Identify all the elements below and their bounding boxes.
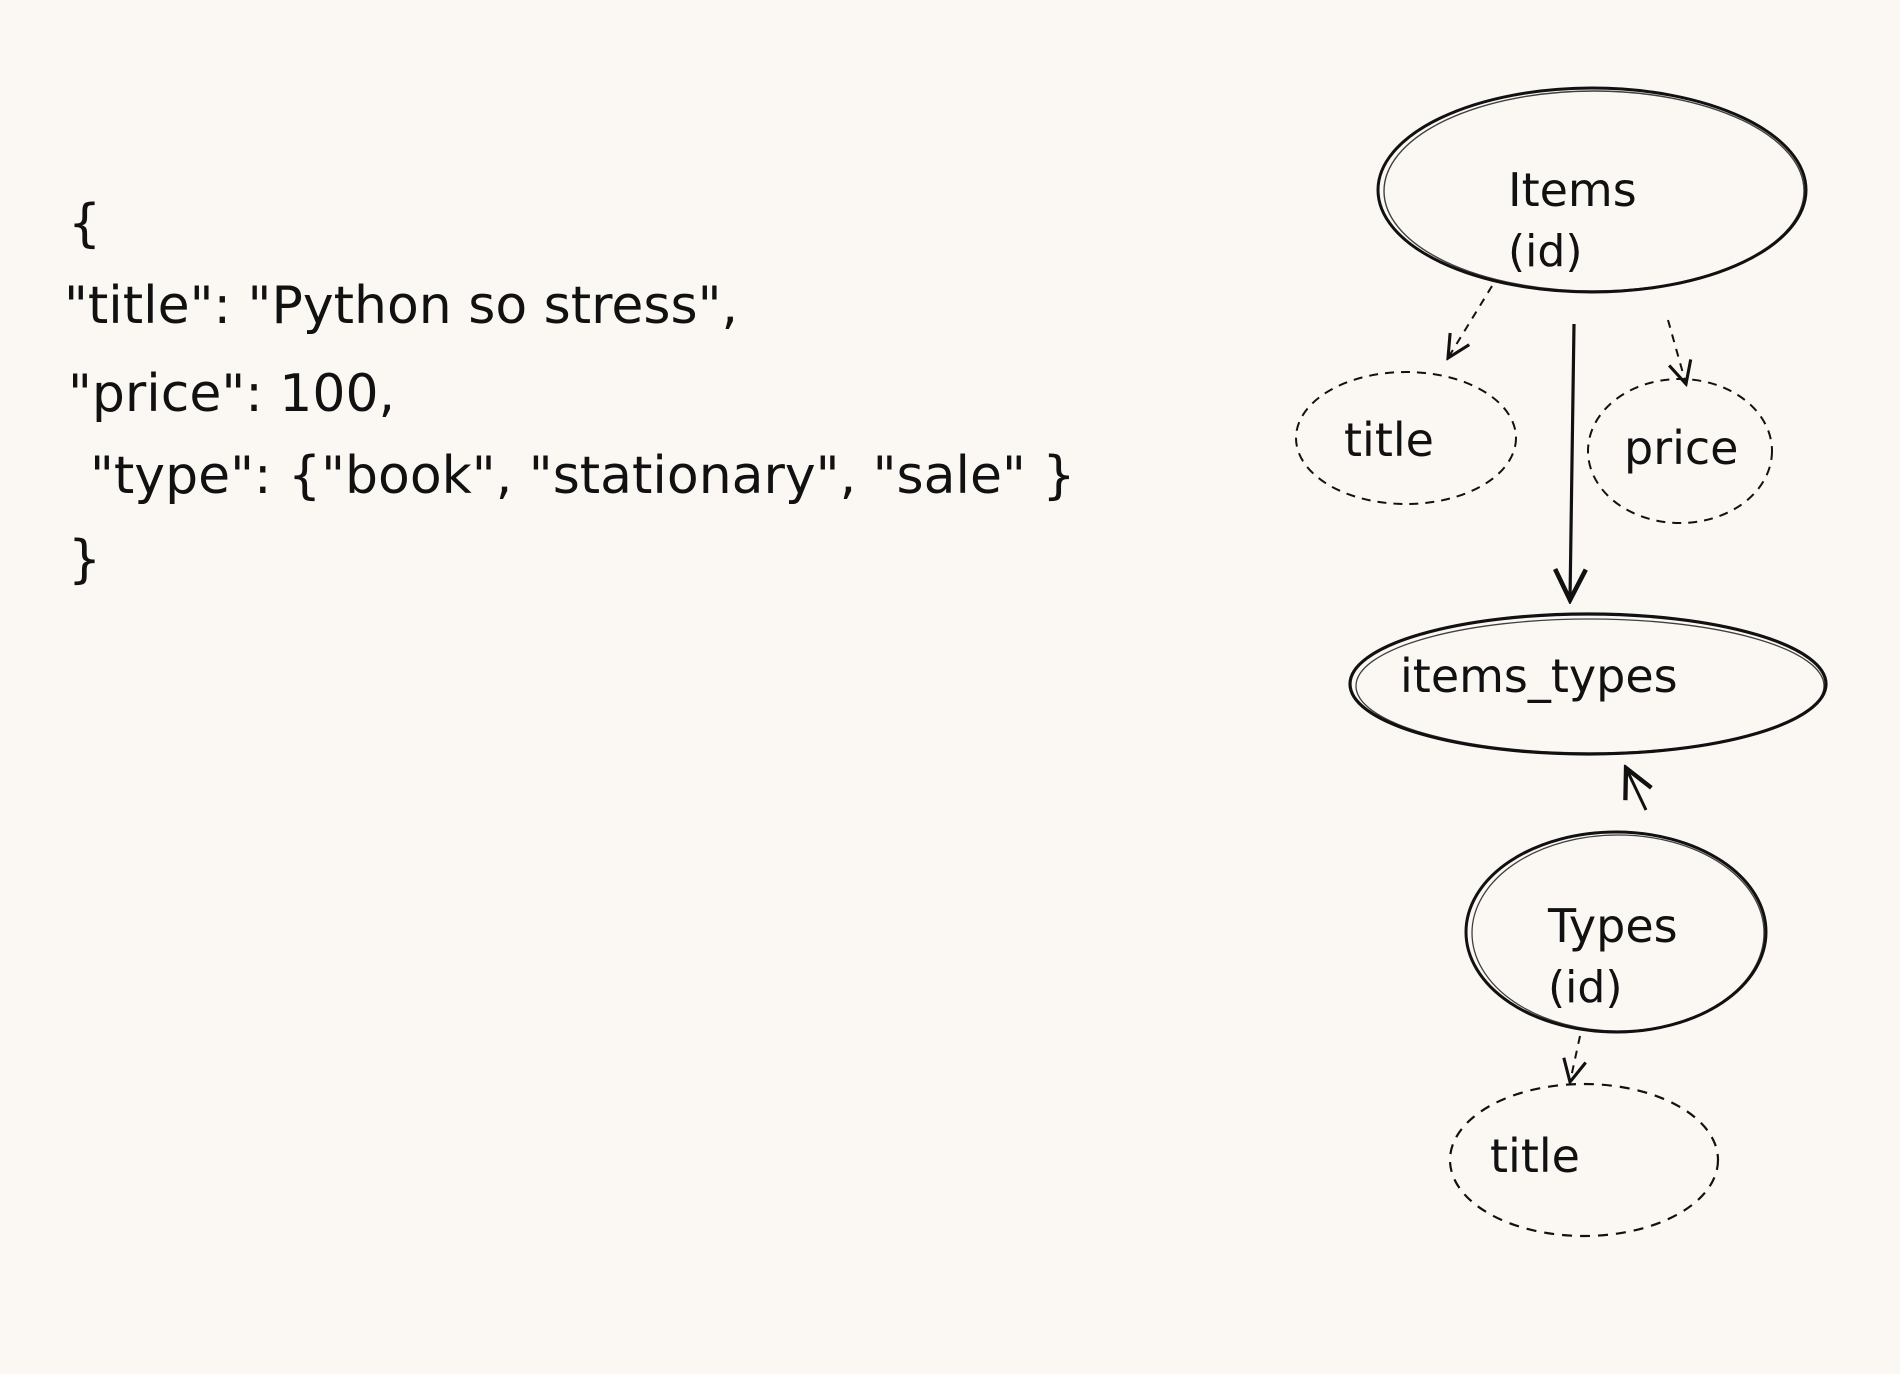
items-price-label: price xyxy=(1624,421,1738,475)
json-open-brace: { xyxy=(68,194,102,254)
json-title-line: "title": "Python so stress", xyxy=(64,276,739,336)
items-entity: Items (id) xyxy=(1376,86,1808,294)
json-close-brace: } xyxy=(68,530,102,590)
json-price-line: "price": 100, xyxy=(68,364,396,424)
types-entity-name: Types xyxy=(1547,899,1678,953)
items-price-attribute: price xyxy=(1587,378,1773,524)
types-entity-key: (id) xyxy=(1548,962,1623,1013)
items-types-label: items_types xyxy=(1400,649,1678,703)
types-title-attribute: title xyxy=(1448,1082,1720,1238)
items-title-attribute: title xyxy=(1295,371,1517,505)
types-title-connector xyxy=(1570,1035,1580,1082)
items-title-connector xyxy=(1448,285,1493,358)
items-title-label: title xyxy=(1344,413,1434,467)
items-entity-key: (id) xyxy=(1508,226,1583,277)
items-to-link-arrow xyxy=(1570,323,1574,600)
items-entity-name: Items xyxy=(1508,163,1637,217)
items-types-entity: items_types xyxy=(1348,612,1828,756)
types-entity: Types (id) xyxy=(1464,830,1768,1034)
items-price-connector xyxy=(1667,319,1686,384)
types-to-link-arrow xyxy=(1626,768,1646,811)
types-title-label: title xyxy=(1490,1129,1580,1183)
json-type-line: "type": {"book", "stationary", "sale" } xyxy=(90,446,1076,506)
